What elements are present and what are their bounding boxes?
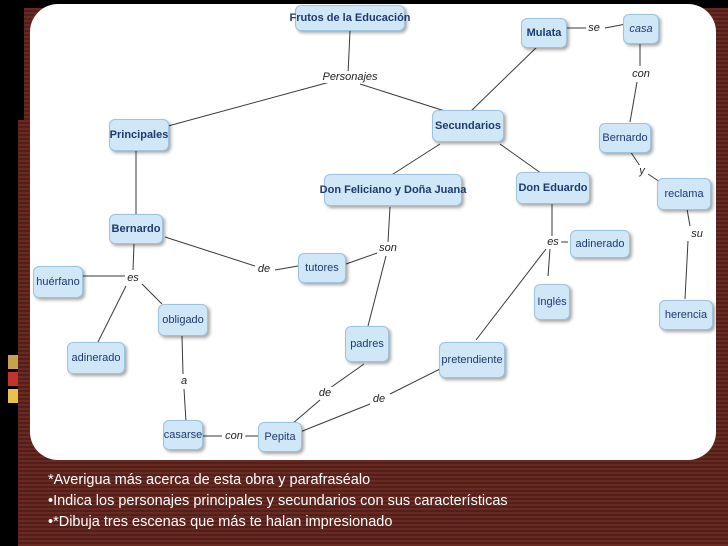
link-label-personajes: Personajes	[320, 71, 380, 83]
node-bernardo-left: Bernardo	[109, 214, 163, 244]
node-mulata: Mulata	[521, 18, 567, 48]
link-label-su: su	[689, 228, 705, 240]
link-label-de-padres: de	[316, 387, 334, 399]
slide-notes: *Averigua más acerca de esta obra y para…	[48, 470, 508, 533]
link-label-se: se	[586, 22, 602, 34]
link-label-son: son	[377, 242, 399, 254]
node-frutos-de-la-educacion: Frutos de la Educación	[289, 5, 411, 31]
link-label-de-tutores: de	[255, 263, 273, 275]
node-casarse: casarse	[163, 420, 203, 450]
note-line-1: *Averigua más acerca de esta obra y para…	[48, 472, 371, 488]
node-bernardo-right: Bernardo	[599, 123, 651, 153]
node-don-eduardo: Don Eduardo	[516, 172, 590, 204]
note-line-3: •*Dibuja tres escenas que más te halan i…	[48, 514, 393, 530]
node-padres: padres	[345, 326, 389, 362]
node-reclama: reclama	[657, 178, 711, 210]
link-label-de-pretendiente: de	[370, 393, 388, 405]
node-principales: Principales	[109, 119, 169, 151]
node-obligado: obligado	[158, 304, 208, 336]
link-label-con-pepita: con	[223, 430, 245, 442]
node-ingles: Inglés	[534, 284, 570, 320]
left-black-stripe	[18, 0, 24, 120]
node-adinerado-left: adinerado	[67, 342, 125, 374]
node-don-feliciano-y-dona-juana: Don Feliciano y Doña Juana	[320, 174, 466, 206]
node-pretendiente: pretendiente	[439, 342, 505, 378]
link-label-a: a	[178, 375, 190, 387]
link-label-con-casa: con	[630, 68, 652, 80]
node-casa: casa	[623, 14, 659, 44]
node-pepita: Pepita	[258, 422, 302, 452]
connector-lines	[82, 23, 691, 437]
decor-square-yellow	[8, 389, 18, 403]
link-label-y: y	[637, 165, 647, 177]
decor-square-red	[8, 372, 18, 386]
node-adinerado-right: adinerado	[570, 230, 630, 258]
node-secundarios: Secundarios	[432, 110, 504, 142]
link-label-es-bernardo: es	[125, 272, 141, 284]
link-label-es-eduardo: es	[545, 236, 561, 248]
concept-map: Frutos de la Educación Principales Secun…	[30, 4, 716, 460]
note-line-2: •Indica los personajes principales y sec…	[48, 493, 508, 509]
left-black-bar	[0, 0, 18, 546]
node-huerfano: huérfano	[33, 266, 83, 298]
node-tutores: tutores	[298, 253, 346, 283]
node-herencia: herencia	[659, 300, 713, 330]
decor-square-gold	[8, 355, 18, 369]
